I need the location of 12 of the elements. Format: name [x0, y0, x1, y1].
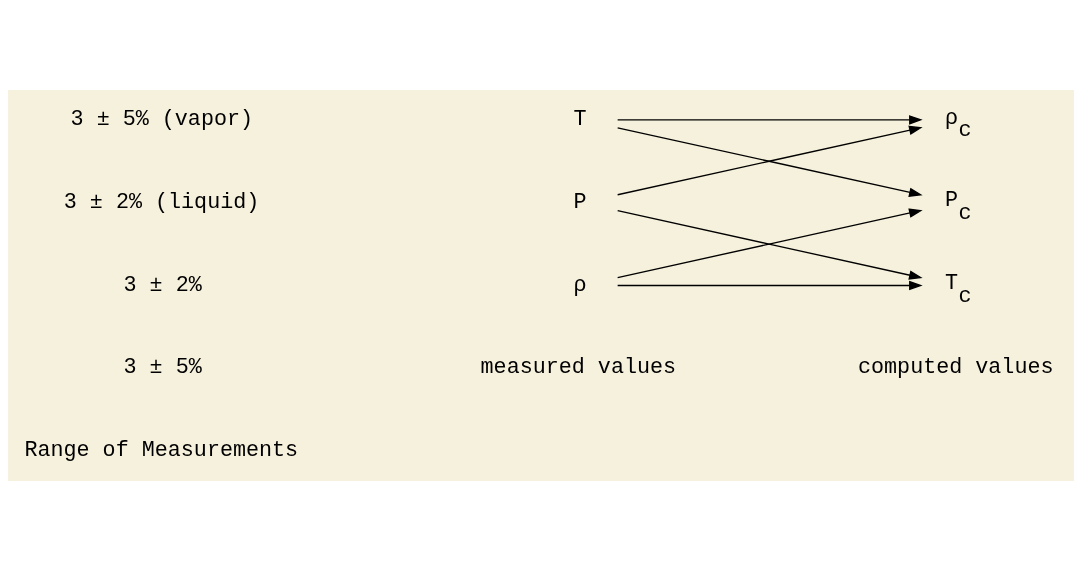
label: measured values: [480, 354, 677, 380]
label: 3 ± 2% (liquid): [63, 189, 260, 215]
label: Range of Measurements: [24, 437, 299, 463]
label: 3 ± 2%: [123, 272, 202, 298]
label: 3 ± 5% (vapor): [70, 106, 254, 132]
arrow: [616, 280, 923, 290]
label: 3 ± 5%: [123, 354, 202, 380]
node-text: ρ: [573, 272, 587, 298]
node-text: T: [573, 106, 587, 132]
node-text: P: [573, 189, 587, 215]
arrow: [616, 114, 923, 125]
label: computed values: [858, 354, 1054, 380]
